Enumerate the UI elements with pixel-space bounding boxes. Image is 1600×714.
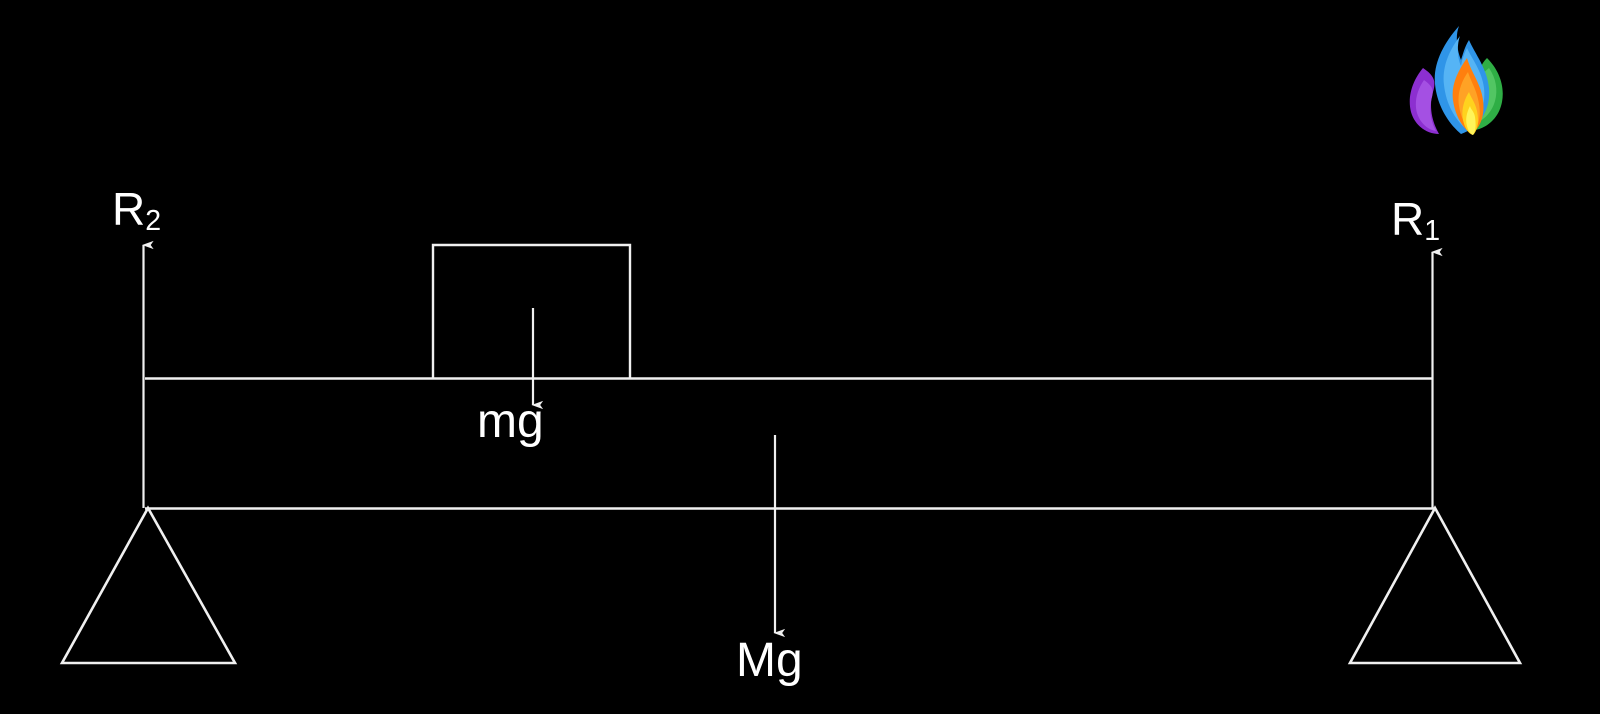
- label-reaction-right-subscript: 1: [1424, 214, 1441, 247]
- label-reaction-left-subscript: 2: [145, 204, 162, 237]
- flame-purple: [1409, 68, 1439, 134]
- triangular-support-right: [1347, 505, 1523, 665]
- rainbow-flame-logo: [1409, 26, 1503, 135]
- label-beam-weight: Mg: [736, 634, 803, 687]
- block-outline: [431, 243, 632, 378]
- label-reaction-left-base: R: [112, 183, 146, 235]
- flame-core-yellow: [1462, 92, 1478, 135]
- label-reaction-right: R1: [1391, 193, 1440, 245]
- triangular-support-left: [59, 505, 238, 665]
- label-reaction-right-base: R: [1391, 193, 1425, 245]
- label-reaction-left: R2: [112, 183, 161, 235]
- label-block-weight: mg: [477, 395, 544, 448]
